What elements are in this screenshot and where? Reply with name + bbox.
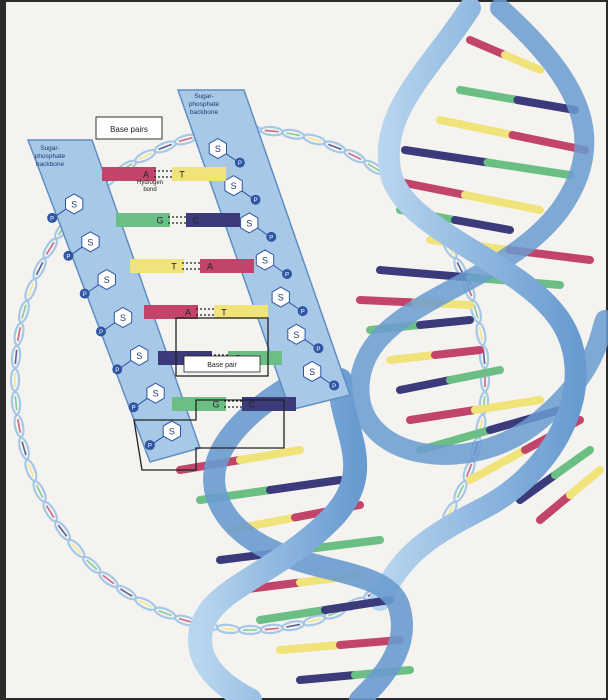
sugar-label: S bbox=[87, 237, 93, 247]
sugar-label: S bbox=[215, 144, 221, 154]
sugar-unit: S bbox=[256, 250, 273, 270]
phosphate-label: P bbox=[66, 254, 70, 260]
base-pairs-label: Base pairs bbox=[110, 125, 148, 134]
phosphate-label: P bbox=[148, 444, 152, 450]
right-backbone-label-line2: phosphate bbox=[189, 101, 220, 108]
sugar-unit: S bbox=[147, 383, 164, 403]
phosphate-label: P bbox=[132, 406, 136, 412]
base-letter-right: C bbox=[193, 216, 200, 226]
phosphate-label: P bbox=[332, 384, 336, 390]
sugar-label: S bbox=[309, 367, 315, 377]
phosphate-unit: P bbox=[80, 289, 90, 299]
sugar-unit: S bbox=[272, 287, 289, 307]
sugar-unit: S bbox=[304, 361, 321, 381]
sugar-label: S bbox=[278, 293, 284, 303]
sugar-label: S bbox=[262, 256, 268, 266]
right-backbone-label-line1: Sugar- bbox=[194, 93, 214, 100]
phosphate-unit: P bbox=[112, 364, 122, 374]
sugar-label: S bbox=[293, 330, 299, 340]
sugar-label: S bbox=[71, 199, 77, 209]
base-letter-left: A bbox=[185, 308, 191, 318]
base-letter-right: C bbox=[249, 400, 256, 410]
phosphate-unit: P bbox=[63, 251, 73, 261]
phosphate-label: P bbox=[301, 310, 305, 316]
phosphate-label: P bbox=[285, 273, 289, 279]
base-letter-right: T bbox=[179, 170, 185, 180]
hydrogen-bond-label-line1: Hydrogen bbox=[137, 180, 163, 186]
left-backbone-label-line3: backbone bbox=[36, 161, 65, 168]
sugar-unit: S bbox=[225, 176, 242, 196]
sugar-unit: S bbox=[66, 194, 83, 214]
sugar-label: S bbox=[120, 313, 126, 323]
base-letter-left: A bbox=[143, 170, 149, 180]
sugar-label: S bbox=[153, 389, 159, 399]
sugar-unit: S bbox=[241, 213, 258, 233]
hydrogen-bond-label-line2: bond bbox=[143, 187, 156, 193]
base-letter-left: G bbox=[156, 216, 163, 226]
base-letter-left: G bbox=[212, 400, 219, 410]
sugar-unit: S bbox=[98, 270, 115, 290]
left-backbone-label-line1: Sugar- bbox=[40, 145, 60, 152]
sugar-label: S bbox=[231, 181, 237, 191]
sugar-unit: S bbox=[163, 421, 180, 441]
sugar-unit: S bbox=[82, 232, 99, 252]
phosphate-label: P bbox=[83, 292, 87, 298]
phosphate-label: P bbox=[269, 235, 273, 241]
sugar-unit: S bbox=[114, 308, 131, 328]
phosphate-label: P bbox=[115, 368, 119, 374]
base-letter-right: T bbox=[221, 308, 227, 318]
sugar-unit: S bbox=[288, 324, 305, 344]
phosphate-unit: P bbox=[329, 380, 339, 390]
sugar-label: S bbox=[104, 275, 110, 285]
phosphate-label: P bbox=[316, 347, 320, 353]
phosphate-unit: P bbox=[251, 195, 261, 205]
phosphate-unit: P bbox=[282, 269, 292, 279]
phosphate-label: P bbox=[99, 330, 103, 336]
phosphate-unit: P bbox=[266, 232, 276, 242]
sugar-label: S bbox=[169, 427, 175, 437]
base-pair-label: Base pair bbox=[207, 362, 237, 369]
phosphate-label: P bbox=[238, 161, 242, 167]
sugar-label: S bbox=[136, 351, 142, 361]
sugar-label: S bbox=[246, 218, 252, 228]
phosphate-unit: P bbox=[47, 213, 57, 223]
phosphate-label: P bbox=[254, 198, 258, 204]
phosphate-unit: P bbox=[313, 343, 323, 353]
phosphate-unit: P bbox=[129, 402, 139, 412]
phosphate-unit: P bbox=[96, 327, 106, 337]
phosphate-unit: P bbox=[298, 306, 308, 316]
sugar-unit: S bbox=[209, 139, 226, 159]
phosphate-unit: P bbox=[145, 440, 155, 450]
phosphate-label: P bbox=[50, 216, 54, 222]
sugar-unit: S bbox=[131, 345, 148, 365]
right-backbone-label-line3: backbone bbox=[190, 109, 219, 116]
left-backbone-label-line2: phosphate bbox=[35, 153, 66, 160]
base-letter-left: T bbox=[171, 262, 177, 272]
phosphate-unit: P bbox=[235, 158, 245, 168]
base-letter-right: A bbox=[207, 262, 213, 272]
